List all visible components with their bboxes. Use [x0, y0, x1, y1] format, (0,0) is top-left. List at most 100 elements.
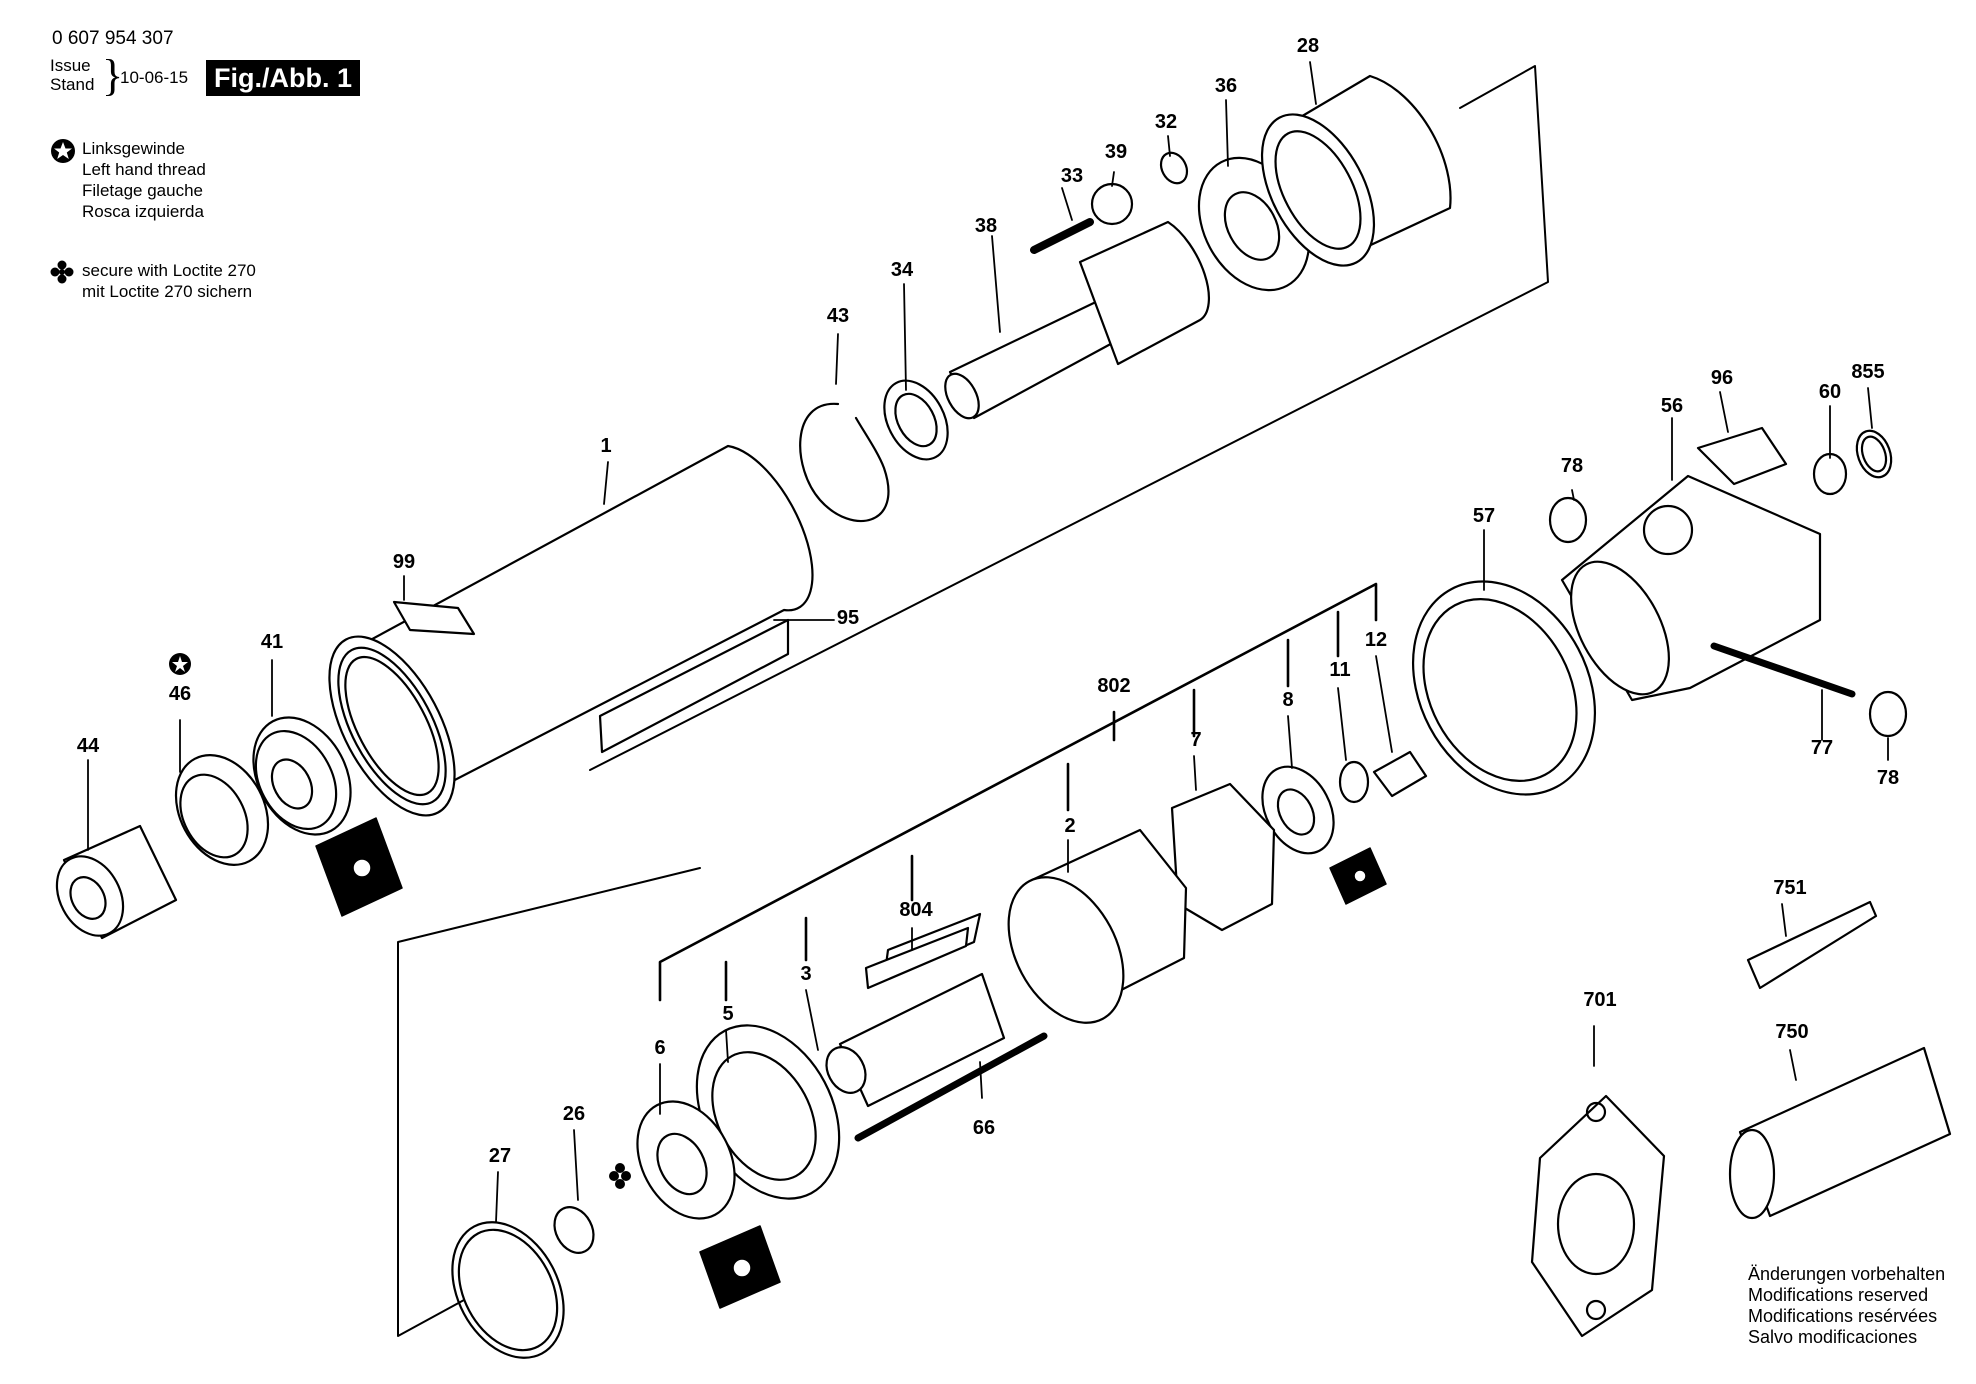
label-part-11: 11	[1329, 659, 1350, 681]
label-part-34: 34	[891, 259, 914, 281]
label-part-750: 750	[1775, 1021, 1808, 1043]
label-part-1: 1	[600, 435, 611, 457]
part-34-washer	[883, 379, 949, 461]
part-3-rotor	[825, 972, 1006, 1108]
label-part-802: 802	[1097, 675, 1130, 697]
service-symbol-box-right	[1329, 847, 1387, 905]
stand-label: Stand	[50, 75, 95, 94]
note-line: Modifications reserved	[1748, 1285, 1929, 1305]
part-27-disc	[451, 1221, 565, 1359]
part-number-labels: 1 2 3 5 6 7 8 11 12 26 27 28 32 33 34 36…	[77, 35, 1899, 1167]
part-32-gear	[1159, 151, 1189, 185]
part-1-housing	[328, 444, 814, 817]
label-part-3: 3	[800, 963, 811, 985]
part-855-oring	[1855, 429, 1893, 479]
left-hand-thread-icon	[51, 139, 75, 163]
label-part-66: 66	[973, 1117, 995, 1139]
label-part-26: 26	[563, 1103, 585, 1125]
label-part-46: 46	[169, 683, 191, 705]
label-part-33: 33	[1061, 165, 1083, 187]
part-95-plate	[598, 618, 790, 754]
loctite-icon	[50, 260, 74, 284]
part-2-cylinder	[1007, 828, 1188, 1024]
left-hand-thread-legend: Linksgewinde Left hand thread Filetage g…	[82, 138, 206, 222]
label-part-6: 6	[654, 1037, 665, 1059]
note-line: Änderungen vorbehalten	[1748, 1264, 1946, 1284]
part-804-vanes	[864, 912, 982, 990]
service-symbol-box-left	[315, 817, 403, 917]
left-hand-thread-marker	[169, 653, 191, 675]
label-part-27: 27	[489, 1145, 511, 1167]
label-part-32: 32	[1155, 111, 1177, 133]
label-part-28: 28	[1297, 35, 1319, 57]
figure-label: Fig./Abb. 1	[206, 60, 360, 96]
label-part-8: 8	[1282, 689, 1293, 711]
part-77-pin	[1710, 642, 1856, 698]
loctite-marker	[609, 1163, 631, 1189]
lower-group-frame	[397, 867, 701, 1337]
label-part-99: 99	[393, 551, 415, 573]
part-56-housing	[1560, 474, 1822, 702]
part-43-circlip	[799, 402, 890, 523]
part-46-ring	[174, 754, 270, 866]
part-60-strainer	[1812, 452, 1848, 496]
leader-lines	[87, 61, 1889, 1223]
part-6-bearing	[636, 1100, 736, 1220]
label-part-701: 701	[1583, 989, 1616, 1011]
part-701-flange	[1530, 1094, 1666, 1338]
legend-line: Filetage gauche	[82, 181, 203, 200]
part-750-silencer	[1728, 1046, 1952, 1220]
issue-stand-labels: Issue Stand	[50, 56, 94, 94]
part-39-gear	[1090, 182, 1134, 226]
label-part-57: 57	[1473, 505, 1495, 527]
part-12-screw	[1372, 750, 1428, 798]
label-part-36: 36	[1215, 75, 1237, 97]
legend-line: Linksgewinde	[82, 139, 186, 158]
label-part-41: 41	[261, 631, 283, 653]
label-part-751: 751	[1773, 877, 1806, 899]
note-line: Modifications resérvées	[1748, 1306, 1938, 1326]
part-751-nipple	[1746, 900, 1878, 990]
modifications-note: Änderungen vorbehalten Modifications res…	[1748, 1264, 1945, 1348]
part-57-ring	[1411, 580, 1597, 796]
upper-group-frame	[589, 65, 1549, 771]
label-part-38: 38	[975, 215, 997, 237]
legend-line: secure with Loctite 270	[82, 261, 256, 280]
part-96-band	[1696, 426, 1788, 486]
part-66-pin	[854, 1032, 1048, 1142]
label-part-2: 2	[1064, 815, 1075, 837]
label-part-7: 7	[1190, 729, 1201, 751]
part-99-band	[392, 600, 476, 636]
part-11-washer	[1338, 760, 1370, 804]
issue-label: Issue	[50, 56, 91, 75]
label-part-804: 804	[899, 899, 933, 921]
label-part-95: 95	[837, 607, 859, 629]
label-part-78-lower: 78	[1877, 767, 1899, 789]
legend-line: Left hand thread	[82, 160, 206, 179]
part-26-pinion	[553, 1206, 595, 1254]
label-part-44: 44	[77, 735, 100, 757]
part-33-pin	[1030, 218, 1094, 254]
issue-date: 10-06-15	[120, 68, 189, 87]
part-38-spindle	[944, 220, 1210, 420]
part-44-nut	[55, 824, 178, 940]
part-78-plug-upper	[1548, 496, 1588, 544]
legend-line: mit Loctite 270 sichern	[82, 282, 253, 301]
label-part-60: 60	[1819, 381, 1841, 403]
label-part-5: 5	[722, 1003, 733, 1025]
label-part-56: 56	[1661, 395, 1683, 417]
loctite-legend: secure with Loctite 270 mit Loctite 270 …	[82, 260, 256, 302]
assembly-bracket-802	[658, 582, 1378, 1002]
label-part-78-upper: 78	[1561, 455, 1583, 477]
part-78-plug-lower	[1868, 690, 1908, 738]
part-28-housing	[1260, 74, 1452, 267]
note-line: Salvo modificaciones	[1748, 1327, 1918, 1347]
label-part-96: 96	[1711, 367, 1733, 389]
part-7-endplate	[1170, 782, 1276, 932]
label-part-12: 12	[1365, 629, 1387, 651]
label-part-39: 39	[1105, 141, 1127, 163]
legend-line: Rosca izquierda	[82, 202, 204, 221]
part-8-bearing	[1261, 765, 1335, 855]
brace-symbol: }	[102, 51, 124, 100]
